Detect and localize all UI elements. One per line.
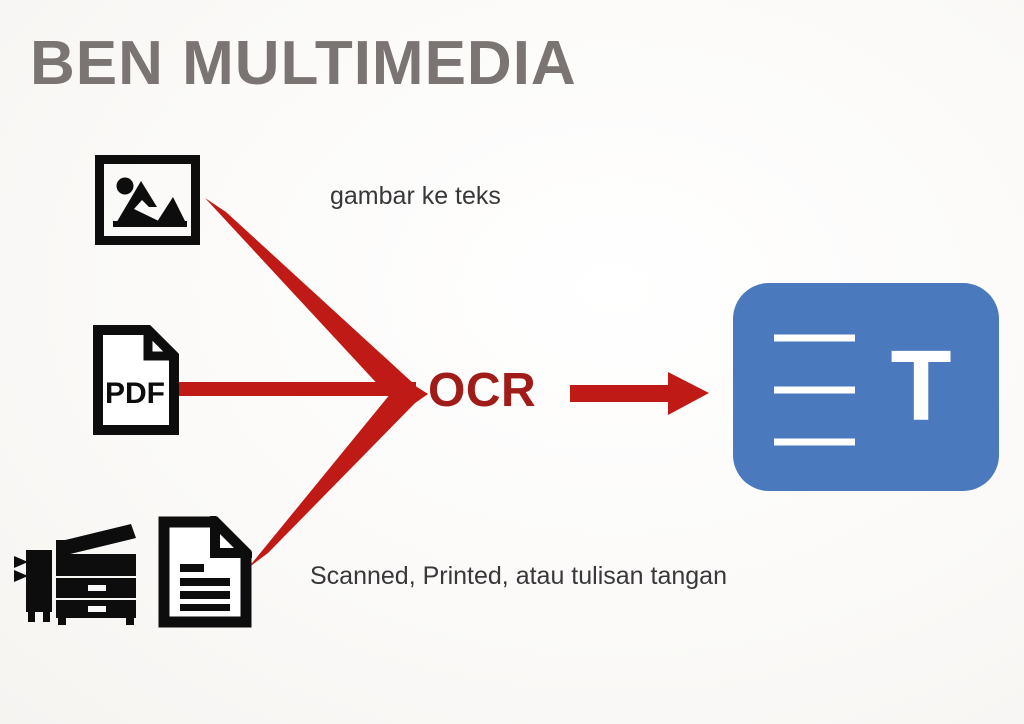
pdf-document-icon: PDF bbox=[93, 319, 185, 435]
arrow-ocr-to-text bbox=[570, 372, 709, 415]
arrow-document-to-ocr bbox=[248, 367, 428, 568]
caption-image-to-text: gambar ke teks bbox=[330, 182, 501, 210]
scanner-printer-icon bbox=[10, 512, 150, 627]
image-picture-icon bbox=[92, 152, 203, 248]
page-title: BEN MULTIMEDIA bbox=[30, 29, 577, 98]
pdf-icon-label: PDF bbox=[105, 377, 165, 410]
text-document-icon bbox=[158, 509, 259, 628]
caption-scanned-printed: Scanned, Printed, atau tulisan tangan bbox=[310, 562, 727, 590]
text-card-background bbox=[733, 283, 999, 491]
text-card-icon: T bbox=[731, 281, 1001, 493]
text-card-lines bbox=[774, 334, 855, 446]
text-card-letter: T bbox=[890, 330, 951, 442]
ocr-label: OCR bbox=[428, 364, 537, 417]
